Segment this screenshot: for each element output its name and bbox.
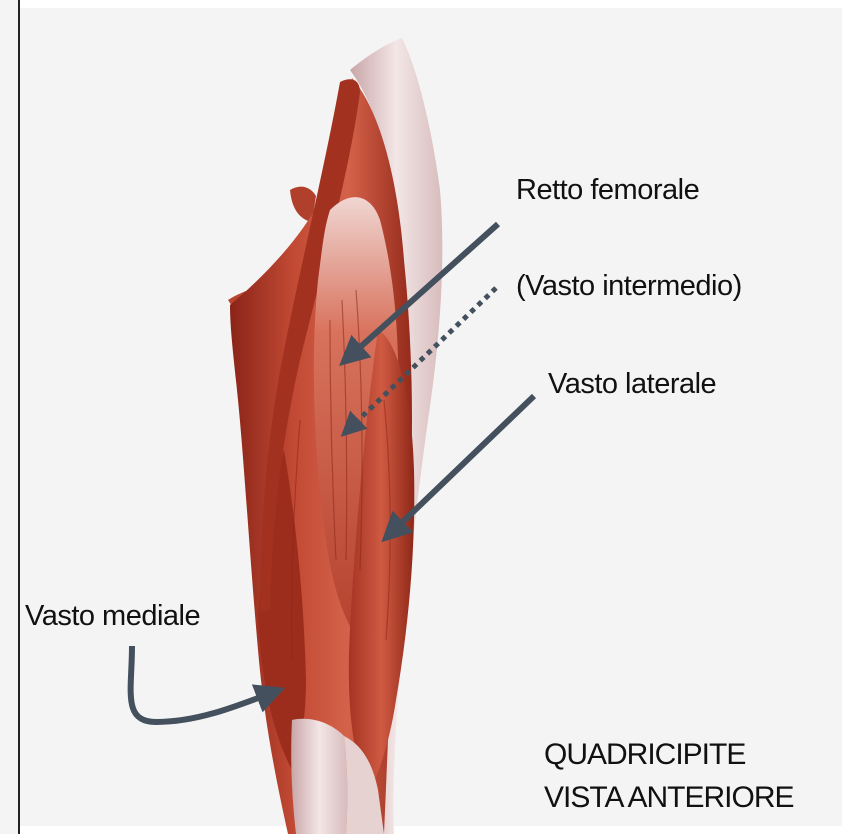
caption-subtitle: VISTA ANTERIORE xyxy=(544,783,794,813)
label-vasto-laterale: Vasto laterale xyxy=(548,370,716,399)
label-vasto-mediale: Vasto mediale xyxy=(25,602,200,631)
label-retto-femorale: Retto femorale xyxy=(516,176,699,205)
arrow-vasto-mediale xyxy=(131,646,274,722)
label-vasto-intermedio: (Vasto intermedio) xyxy=(516,272,742,301)
caption-title: QUADRICIPITE xyxy=(544,740,745,770)
patellar-tendon xyxy=(291,719,347,834)
